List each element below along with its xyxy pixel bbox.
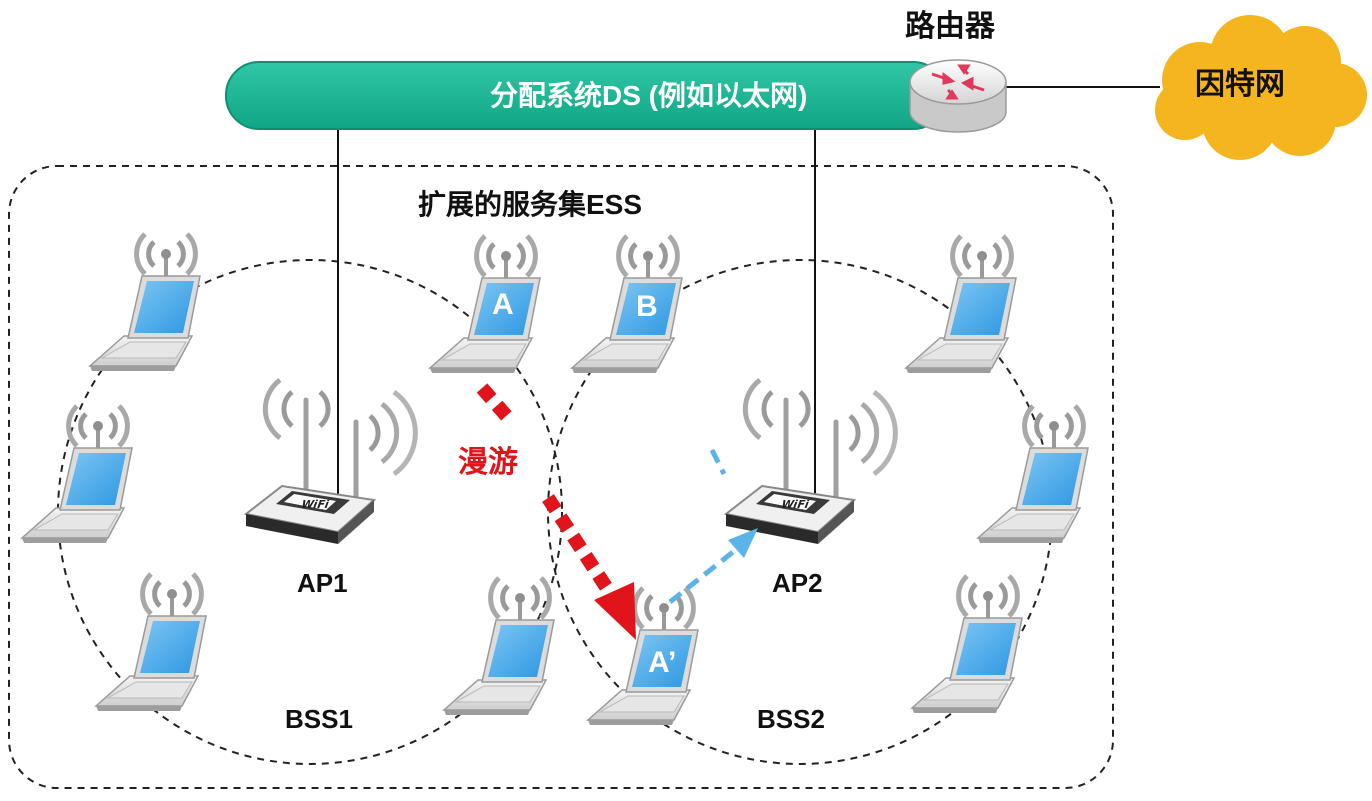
roaming-label: 漫游 bbox=[458, 446, 518, 479]
station-b-label: B bbox=[636, 290, 658, 323]
router-label: 路由器 bbox=[905, 10, 995, 43]
laptop-icon bbox=[444, 578, 554, 715]
wifi-router-icon-ap1 bbox=[246, 380, 415, 544]
bss1-boundary bbox=[57, 259, 563, 765]
network-router-icon bbox=[909, 59, 1007, 133]
laptop-icon bbox=[912, 576, 1022, 713]
distribution-system-label: 分配系统DS (例如以太网) bbox=[490, 80, 808, 111]
association-arrow bbox=[668, 448, 758, 604]
internet-label: 因特网 bbox=[1195, 68, 1285, 101]
ess-label: 扩展的服务集ESS bbox=[418, 189, 643, 220]
ess-boundary bbox=[8, 165, 1114, 789]
ap1-label: AP1 bbox=[297, 568, 348, 598]
laptop-icon-a bbox=[430, 236, 540, 373]
laptop-icon bbox=[96, 574, 206, 711]
cloud-icon bbox=[1155, 15, 1367, 160]
ap2-label: AP2 bbox=[772, 568, 823, 598]
station-laptops bbox=[22, 234, 1088, 725]
bss1-label: BSS1 bbox=[285, 704, 353, 734]
roaming-arrow bbox=[476, 383, 636, 640]
wifi-router-icon-ap2 bbox=[726, 380, 895, 544]
laptop-icon bbox=[978, 406, 1088, 543]
laptop-icon bbox=[22, 406, 132, 543]
laptop-icon bbox=[906, 236, 1016, 373]
laptop-icon bbox=[90, 234, 200, 371]
station-a-prime-label: A’ bbox=[648, 646, 677, 679]
bss2-label: BSS2 bbox=[757, 704, 825, 734]
laptop-icon-b bbox=[572, 236, 682, 373]
station-a-label: A bbox=[492, 288, 514, 321]
